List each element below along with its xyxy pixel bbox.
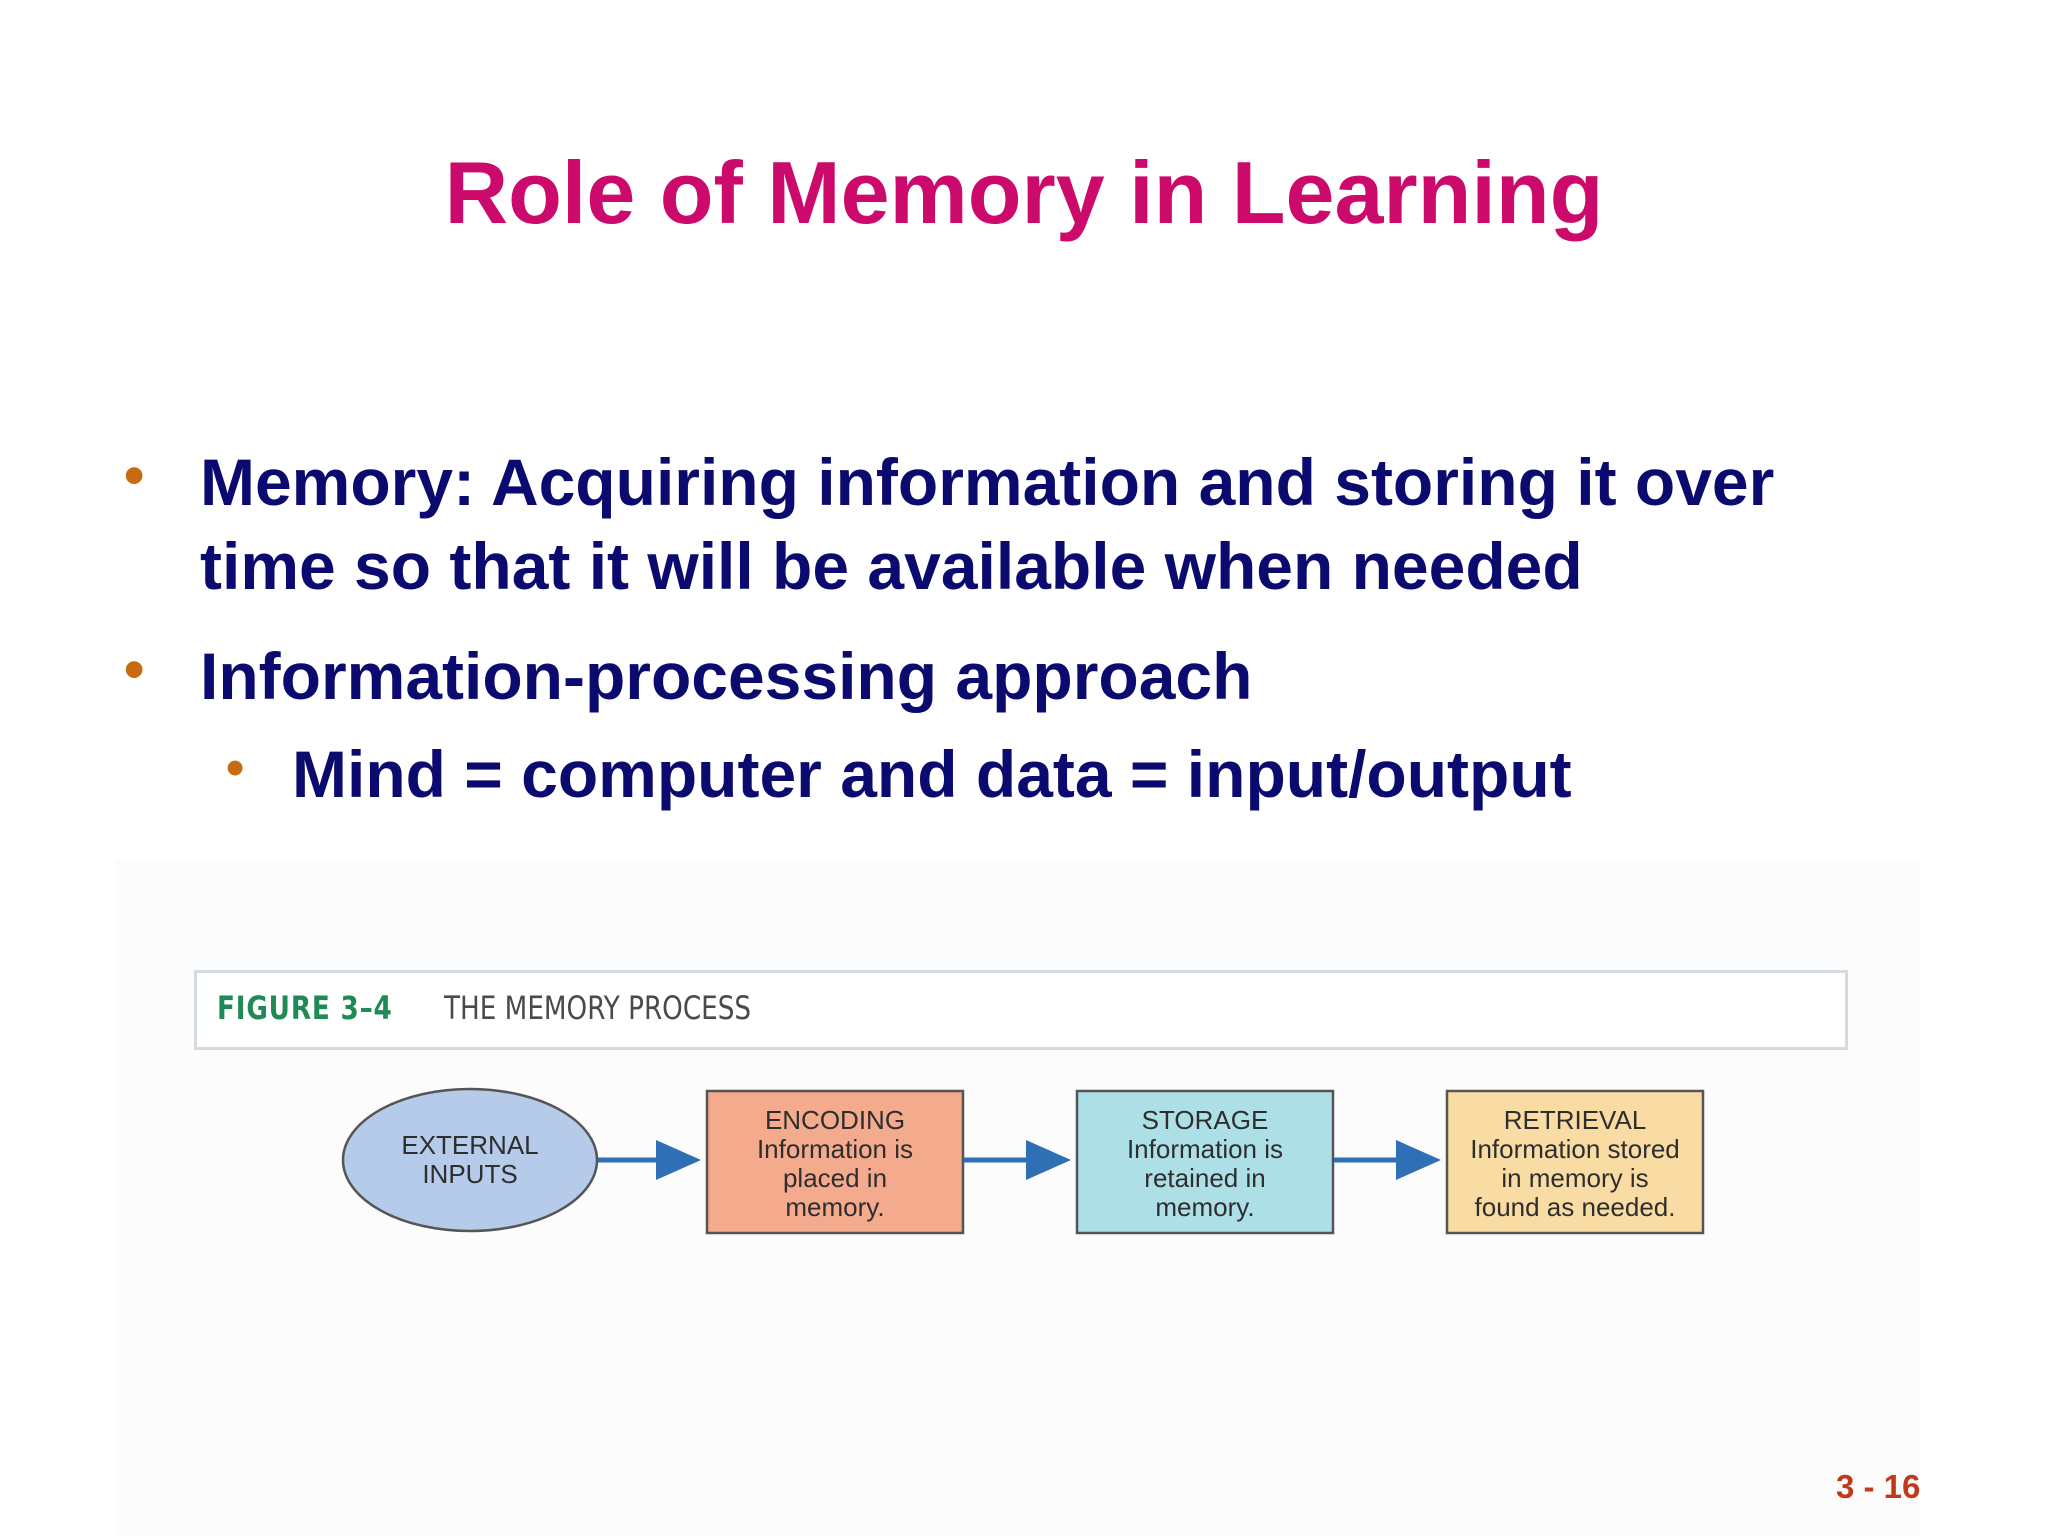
bullet-dot-icon: • [226,739,245,797]
encoding-line-2: Information is [757,1134,913,1164]
figure-title: THE MEMORY PROCESS [444,989,752,1027]
encoding-title: ENCODING [765,1105,905,1135]
bullet-dot-icon: • [124,443,145,508]
external-inputs-node [341,1087,599,1233]
bullet-item: • Information-processing approach [124,634,1800,718]
retrieval-line-2: Information stored [1470,1134,1680,1164]
bullet-text: Mind = computer and data = input/output [292,737,1572,811]
figure-header: FIGURE 3–4 THE MEMORY PROCESS [194,970,1848,1050]
encoding-line-3: placed in [783,1163,887,1193]
retrieval-node [1445,1089,1705,1235]
encoding-node [705,1089,965,1235]
retrieval-line-3: in memory is [1501,1163,1648,1193]
encoding-line-4: memory. [785,1192,884,1222]
bullet-item: • Memory: Acquiring information and stor… [124,440,1900,608]
storage-node [1075,1089,1335,1235]
external-inputs-line-2: INPUTS [422,1159,517,1189]
sub-bullet-item: • Mind = computer and data = input/outpu… [226,732,1792,816]
storage-title: STORAGE [1142,1105,1269,1135]
slide-title: Role of Memory in Learning [444,143,1604,242]
storage-line-2: Information is [1127,1134,1283,1164]
storage-line-4: memory. [1155,1192,1254,1222]
retrieval-line-4: found as needed. [1475,1192,1676,1222]
bullet-text: Information-processing approach [200,639,1253,713]
figure-label: FIGURE 3–4 [217,989,393,1027]
external-inputs-line-1: EXTERNAL [401,1130,538,1160]
page-number: 3 - 16 [1836,1468,1921,1505]
storage-line-3: retained in [1144,1163,1265,1193]
retrieval-title: RETRIEVAL [1504,1105,1647,1135]
bullet-dot-icon: • [124,637,145,702]
bullet-text: Memory: Acquiring information and storin… [200,445,1775,603]
